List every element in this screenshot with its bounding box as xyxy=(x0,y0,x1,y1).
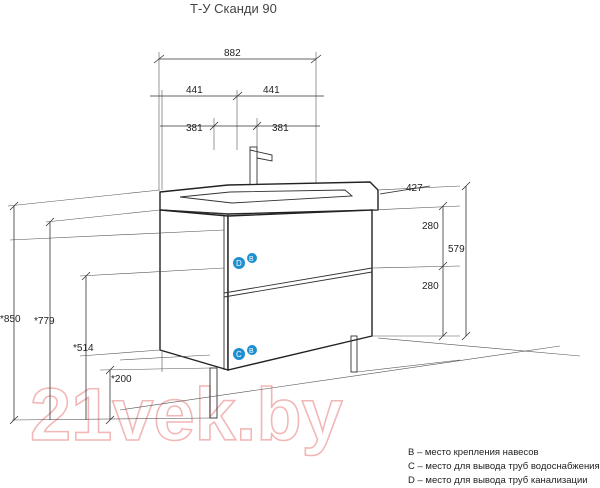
left-dimensions xyxy=(7,189,225,425)
faucet xyxy=(249,146,273,188)
dim-381-right: 381 xyxy=(272,123,289,134)
floor-lines xyxy=(119,337,581,411)
legs xyxy=(161,335,358,419)
top-dimensions xyxy=(150,52,324,190)
dim-200: *200 xyxy=(111,374,132,385)
dim-280-top: 280 xyxy=(422,221,439,232)
page-title: Т-У Сканди 90 xyxy=(190,1,277,16)
dim-280-bottom: 280 xyxy=(422,281,439,292)
right-dimensions xyxy=(371,181,471,341)
dim-882: 882 xyxy=(224,48,241,59)
svg-text:B: B xyxy=(249,256,254,263)
dim-381-left: 381 xyxy=(186,123,203,134)
watermark: 21vek.by xyxy=(30,373,343,456)
dim-850: *850 xyxy=(0,314,21,325)
dim-441-left: 441 xyxy=(186,85,203,96)
dim-441-right: 441 xyxy=(263,85,280,96)
dim-514: *514 xyxy=(73,343,94,354)
marker-upper-left: D xyxy=(233,257,245,269)
svg-text:B: B xyxy=(249,348,254,355)
dim-779: *779 xyxy=(34,316,55,327)
svg-text:C: C xyxy=(236,350,242,359)
svg-text:D: D xyxy=(236,259,242,268)
dim-427: 427 xyxy=(406,183,423,194)
legend-item-c: C – место для вывода труб водоснабжения xyxy=(408,461,600,472)
marker-lower-left: C xyxy=(233,348,245,360)
marker-lower-right: B xyxy=(247,345,257,355)
dim-579: 579 xyxy=(448,244,465,255)
legend-item-b: B – место крепления навесов xyxy=(408,447,539,458)
marker-upper-right: B xyxy=(247,253,257,263)
legend-item-d: D – место для вывода труб канализации xyxy=(408,475,588,486)
cabinet xyxy=(159,209,373,371)
